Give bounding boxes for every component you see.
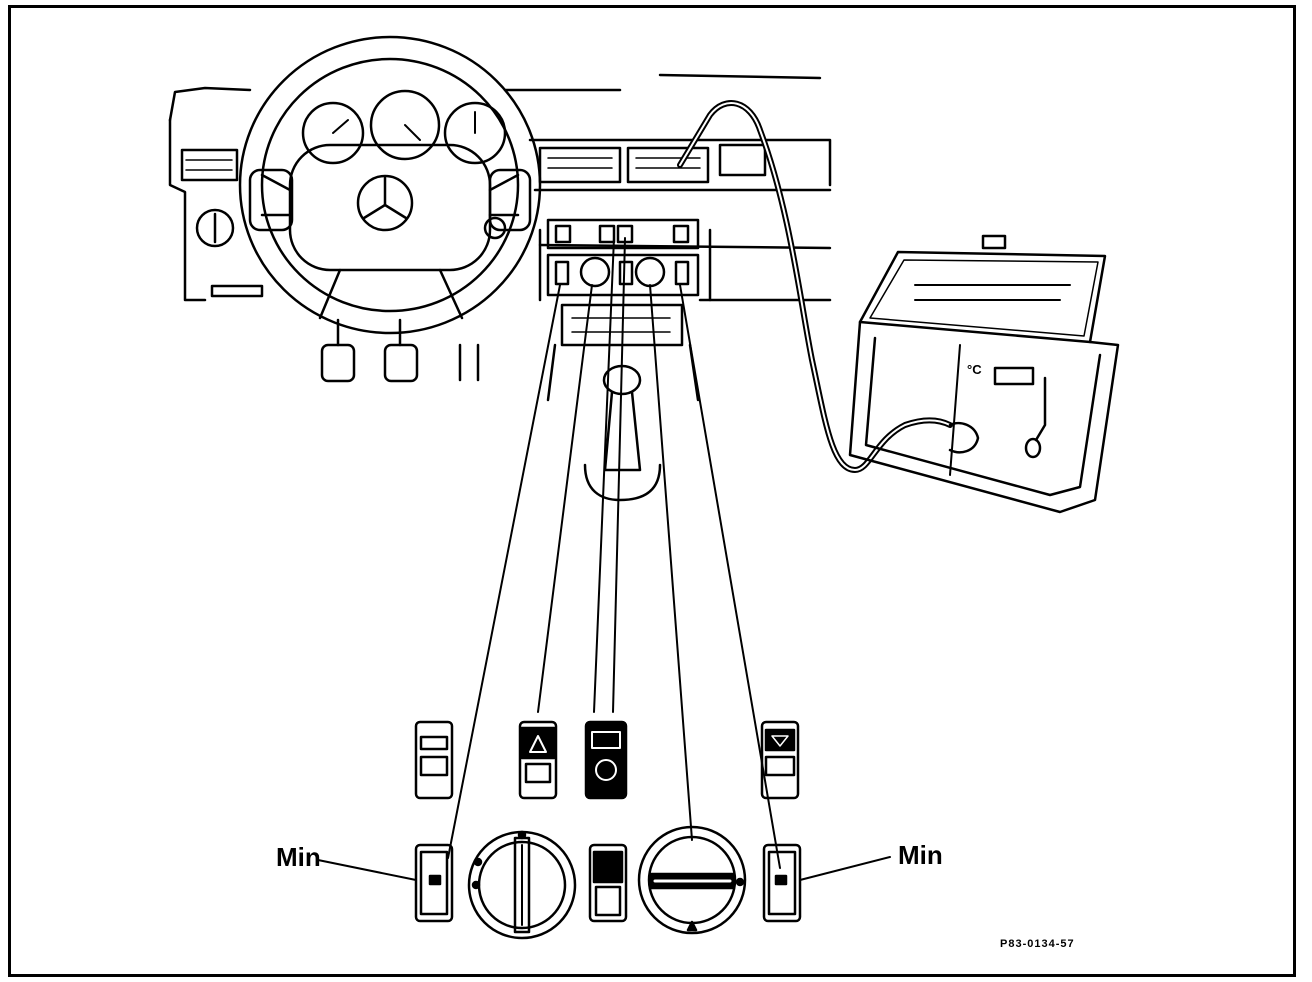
mercedes-star-icon <box>356 174 414 232</box>
min-rocker-right <box>762 843 802 923</box>
min-label-right: Min <box>898 840 943 870</box>
figure-frame <box>8 5 1296 977</box>
switch-upper-left <box>414 720 454 800</box>
switch-upper-right <box>760 720 800 800</box>
temperature-dial-left <box>467 830 577 940</box>
blower-switch <box>588 843 628 923</box>
figure-code: P83-0134-57 <box>1000 938 1075 950</box>
dashboard <box>168 73 832 502</box>
temperature-dial-right <box>637 825 747 935</box>
tester-unit-label: °C <box>967 362 982 377</box>
enlarged-controls <box>414 720 802 940</box>
recirculation-switch <box>584 720 628 800</box>
min-label-left: Min <box>276 842 321 872</box>
leader-lines <box>317 237 891 881</box>
hazard-switch <box>518 720 558 800</box>
steering-wheel <box>238 35 542 335</box>
temperature-tester-icon <box>848 234 1120 514</box>
min-rocker-left <box>414 843 454 923</box>
